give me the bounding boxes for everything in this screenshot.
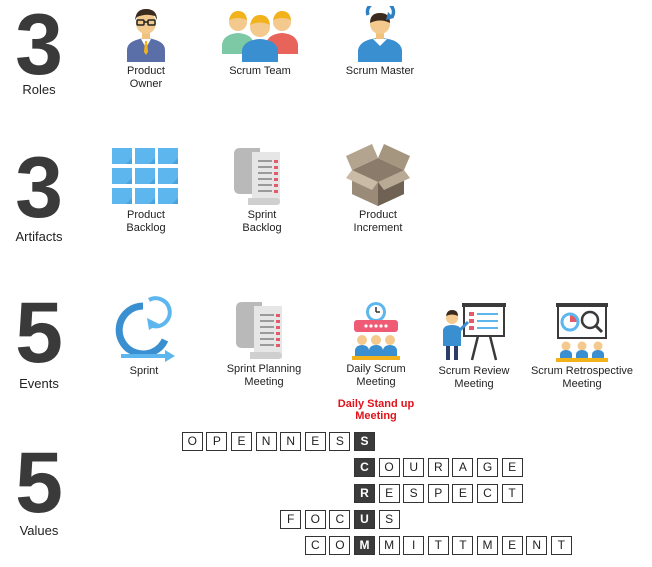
value-letter-cell: M — [378, 536, 400, 555]
scrum-team-icon — [222, 11, 298, 62]
scroll-list-icon — [234, 148, 280, 205]
values-caption: Values — [19, 523, 59, 538]
value-letter-cell: P — [206, 432, 228, 451]
label-product-backlog-2: Backlog — [126, 222, 166, 234]
label-scrum-review-1: Scrum Review — [438, 365, 510, 377]
roles-caption: Roles — [22, 82, 56, 97]
box-icon — [346, 144, 410, 206]
label-product-increment-1: Product — [359, 209, 397, 221]
value-letter-cell: O — [378, 458, 400, 477]
presentation-icon — [443, 303, 506, 361]
artifacts-count: 3 — [15, 140, 63, 236]
value-letter-cell: P — [427, 484, 449, 503]
label-scrum-team: Scrum Team — [229, 65, 291, 77]
scroll-list-icon — [236, 302, 282, 359]
value-letter-cell: O — [329, 536, 351, 555]
value-letter-cell: M — [354, 536, 375, 555]
value-letter-cell: C — [477, 484, 498, 503]
events-count: 5 — [15, 285, 63, 381]
value-letter-cell: C — [329, 510, 351, 529]
value-letter-cell: E — [231, 432, 252, 451]
value-letter-cell: A — [452, 458, 474, 477]
artifacts-caption: Artifacts — [15, 229, 63, 244]
value-letter-cell: S — [403, 484, 425, 503]
label-product-backlog-1: Product — [127, 209, 165, 221]
retrospective-icon — [556, 303, 608, 362]
values-count: 5 — [15, 435, 63, 531]
label-scrum-review-2: Meeting — [454, 378, 494, 390]
daily-standup-note-line2: Meeting — [355, 410, 397, 422]
daily-meeting-icon — [352, 302, 400, 360]
value-letter-cell: S — [329, 432, 351, 451]
value-letter-cell: S — [354, 432, 375, 451]
scrum-master-icon — [358, 6, 402, 62]
label-product-owner-2: Owner — [129, 78, 163, 90]
value-letter-cell: O — [304, 510, 326, 529]
label-scrum-master: Scrum Master — [345, 65, 415, 77]
label-product-increment-2: Increment — [353, 222, 403, 234]
value-letter-cell: T — [550, 536, 572, 555]
value-letter-cell: U — [354, 510, 375, 529]
value-letter-cell: N — [280, 432, 302, 451]
sticky-notes-icon — [112, 148, 178, 204]
value-letter-cell: O — [181, 432, 203, 451]
value-letter-cell: E — [452, 484, 474, 503]
label-daily-scrum-1: Daily Scrum — [346, 363, 406, 375]
value-letter-cell: E — [378, 484, 400, 503]
value-letter-cell: M — [477, 536, 498, 555]
value-letter-cell: G — [477, 458, 498, 477]
label-scrum-retrospective-1: Scrum Retrospective — [530, 365, 634, 377]
daily-standup-note: Daily Stand up Meeting — [316, 398, 436, 422]
value-letter-cell: C — [354, 458, 375, 477]
value-letter-cell: F — [280, 510, 302, 529]
label-sprint: Sprint — [129, 365, 159, 377]
label-scrum-retrospective-2: Meeting — [562, 378, 602, 390]
value-letter-cell: I — [403, 536, 425, 555]
value-letter-cell: N — [526, 536, 548, 555]
label-sprint-planning-2: Meeting — [244, 376, 284, 388]
value-letter-cell: S — [378, 510, 400, 529]
value-letter-cell: E — [304, 432, 326, 451]
value-letter-cell: C — [304, 536, 326, 555]
events-caption: Events — [19, 376, 59, 391]
event-sprint: Sprint — [84, 296, 204, 378]
product-owner-icon — [127, 9, 165, 62]
label-daily-scrum-2: Meeting — [356, 376, 396, 388]
label-sprint-planning-1: Sprint Planning — [226, 363, 302, 375]
value-letter-cell: T — [501, 484, 523, 503]
value-letter-cell: R — [427, 458, 449, 477]
label-sprint-backlog-2: Backlog — [242, 222, 282, 234]
value-letter-cell: R — [354, 484, 375, 503]
daily-standup-note-line1: Daily Stand up — [337, 398, 415, 410]
label-product-owner-1: Product — [127, 65, 165, 77]
role-scrum-master: Scrum Master — [320, 6, 440, 78]
sprint-cycle-icon — [115, 296, 175, 362]
roles-count: 3 — [15, 0, 63, 93]
value-letter-cell: T — [452, 536, 474, 555]
role-scrum-team: Scrum Team — [200, 6, 320, 78]
label-sprint-backlog-1: Sprint — [247, 209, 277, 221]
value-letter-cell: E — [501, 458, 523, 477]
value-letter-cell: T — [427, 536, 449, 555]
value-letter-cell: N — [255, 432, 277, 451]
value-letter-cell: U — [403, 458, 425, 477]
value-letter-cell: E — [501, 536, 523, 555]
